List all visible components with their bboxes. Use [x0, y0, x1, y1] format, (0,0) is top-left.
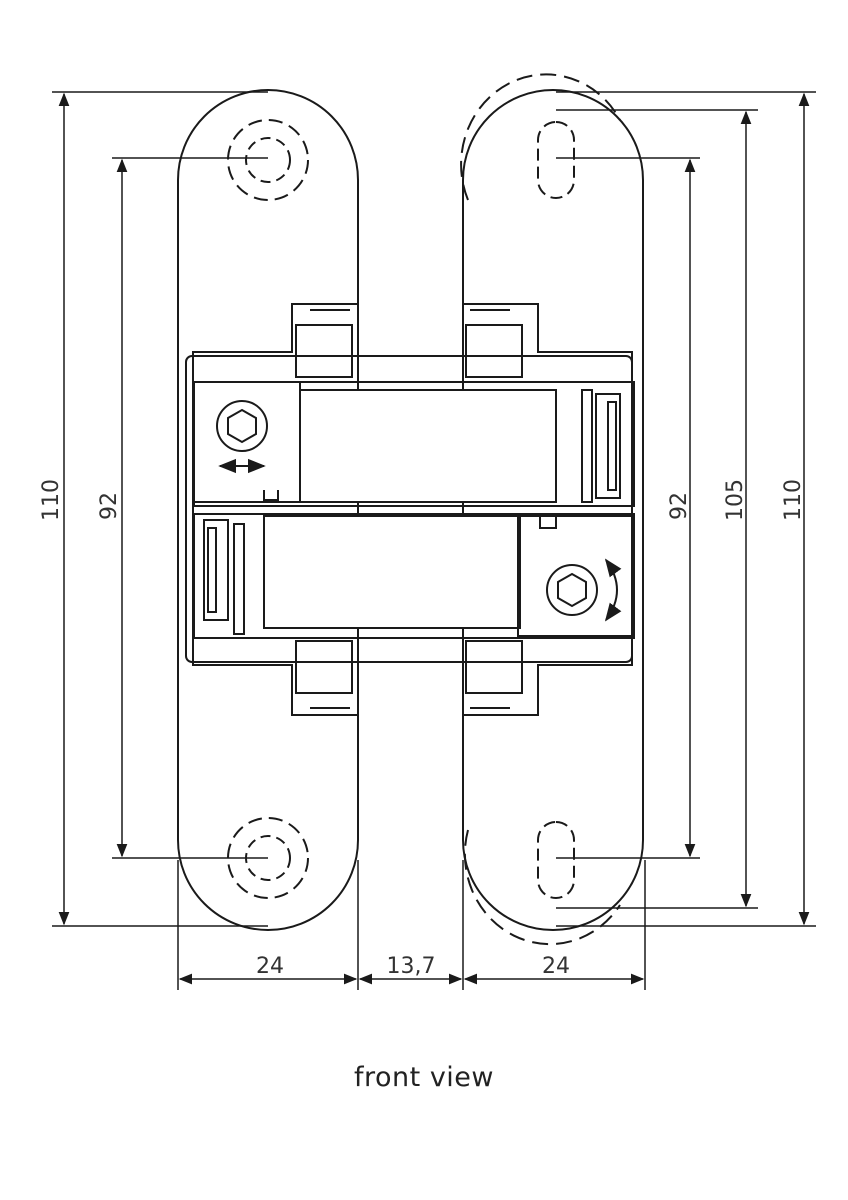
hex-socket-icon	[546, 564, 598, 616]
hex-socket-icon	[216, 400, 268, 452]
left-leaf	[177, 89, 359, 931]
dim-right-hole-spacing: 92	[667, 492, 692, 520]
dim-right-slot-span: 105	[723, 479, 748, 521]
dim-gap-width: 13,7	[387, 954, 436, 979]
left-top-screw-hole	[227, 119, 309, 201]
dim-left-hole-spacing: 92	[97, 492, 122, 520]
curved-double-arrow-icon	[604, 558, 622, 622]
hinge-mechanism	[185, 303, 635, 716]
dim-left-overall-height: 110	[39, 479, 64, 521]
right-top-slot	[537, 121, 575, 199]
dimension-lines	[52, 91, 816, 990]
right-bottom-slot	[537, 821, 575, 899]
dim-left-leaf-width: 24	[256, 954, 284, 979]
figure-caption: front view	[354, 1062, 494, 1093]
dim-right-overall-height: 110	[781, 479, 806, 521]
right-leaf	[460, 73, 644, 946]
dim-right-leaf-width: 24	[542, 954, 570, 979]
